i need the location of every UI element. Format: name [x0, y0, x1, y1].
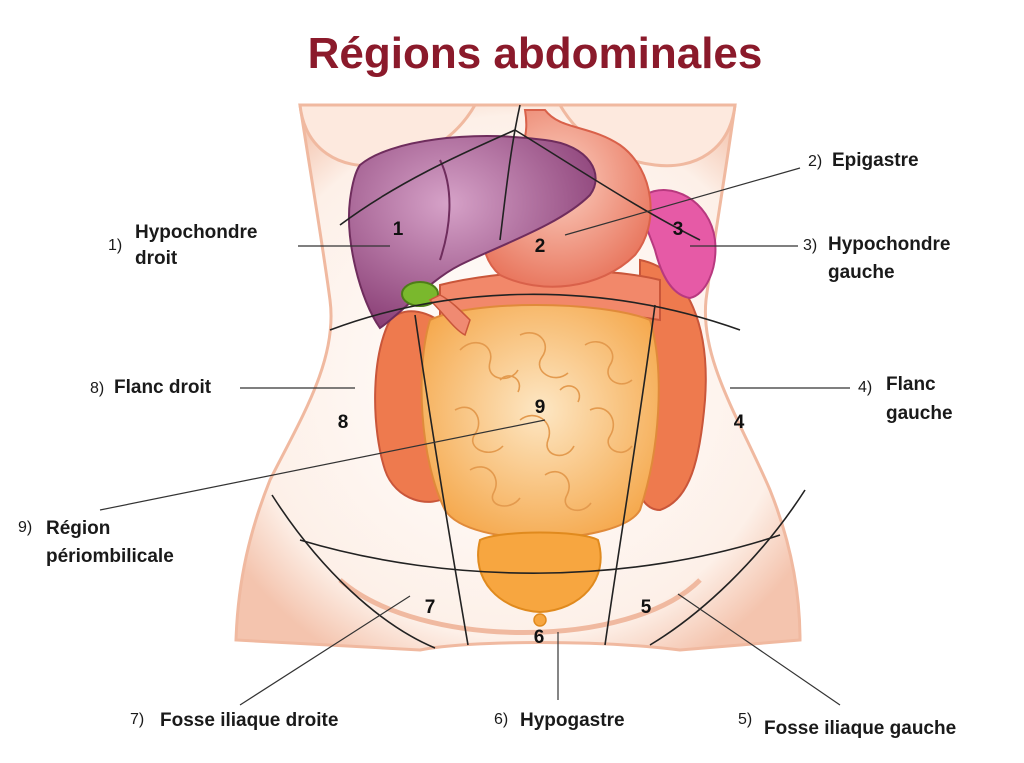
- label-hypochondre-gauche: 3) Hypochondre gauche: [803, 234, 950, 283]
- label-region-periombilicale: 9) Région périombilicale: [18, 518, 174, 567]
- svg-text:Hypochondre: Hypochondre: [135, 222, 257, 243]
- spleen: [640, 189, 717, 300]
- svg-text:7): 7): [130, 711, 144, 728]
- svg-text:5): 5): [738, 711, 752, 728]
- svg-text:Fosse iliaque gauche: Fosse iliaque gauche: [764, 718, 956, 739]
- svg-text:Hypogastre: Hypogastre: [520, 710, 625, 731]
- region-number-6: 6: [534, 627, 545, 648]
- svg-text:Région: Région: [46, 518, 110, 539]
- svg-text:Flanc: Flanc: [886, 374, 936, 395]
- label-epigastre: 2) Epigastre: [808, 150, 919, 171]
- svg-text:périombilicale: périombilicale: [46, 546, 174, 567]
- svg-text:9): 9): [18, 519, 32, 536]
- svg-text:6): 6): [494, 711, 508, 728]
- svg-text:droit: droit: [135, 248, 178, 269]
- region-dividers: [271, 104, 806, 649]
- svg-text:3): 3): [803, 237, 817, 254]
- liver-lobe-line: [439, 159, 451, 261]
- svg-text:1): 1): [108, 237, 122, 254]
- intestine-loops: [454, 332, 633, 512]
- liver: [348, 135, 597, 330]
- label-hypogastre: 6) Hypogastre: [494, 710, 625, 731]
- svg-text:Epigastre: Epigastre: [832, 150, 919, 171]
- page-title: Régions abdominales: [308, 29, 763, 78]
- label-hypochondre-droit: 1) Hypochondre droit: [108, 222, 257, 269]
- label-fosse-iliaque-gauche: 5) Fosse iliaque gauche: [738, 711, 956, 739]
- svg-text:gauche: gauche: [828, 262, 895, 283]
- duodenum: [428, 294, 471, 337]
- label-flanc-droit: 8) Flanc droit: [90, 377, 212, 398]
- region-number-1: 1: [393, 219, 404, 240]
- region-number-5: 5: [641, 597, 652, 618]
- svg-text:Fosse iliaque droite: Fosse iliaque droite: [160, 710, 338, 731]
- svg-text:4): 4): [858, 379, 872, 396]
- pelvis-curve: [338, 578, 702, 635]
- region-number-4: 4: [734, 412, 745, 433]
- leader-lines: [99, 167, 850, 706]
- svg-text:gauche: gauche: [886, 403, 953, 424]
- region-number-3: 3: [673, 219, 684, 240]
- region-number-2: 2: [535, 236, 546, 257]
- region-number-9: 9: [535, 397, 546, 418]
- region-number-8: 8: [338, 412, 349, 433]
- label-fosse-iliaque-droite: 7) Fosse iliaque droite: [130, 710, 338, 731]
- region-number-7: 7: [425, 597, 436, 618]
- bladder: [477, 531, 602, 614]
- svg-text:8): 8): [90, 380, 104, 397]
- svg-text:Hypochondre: Hypochondre: [828, 234, 950, 255]
- svg-text:2): 2): [808, 153, 822, 170]
- urethra: [533, 613, 547, 627]
- svg-text:Flanc droit: Flanc droit: [114, 377, 212, 398]
- label-flanc-gauche: 4) Flanc gauche: [858, 374, 953, 424]
